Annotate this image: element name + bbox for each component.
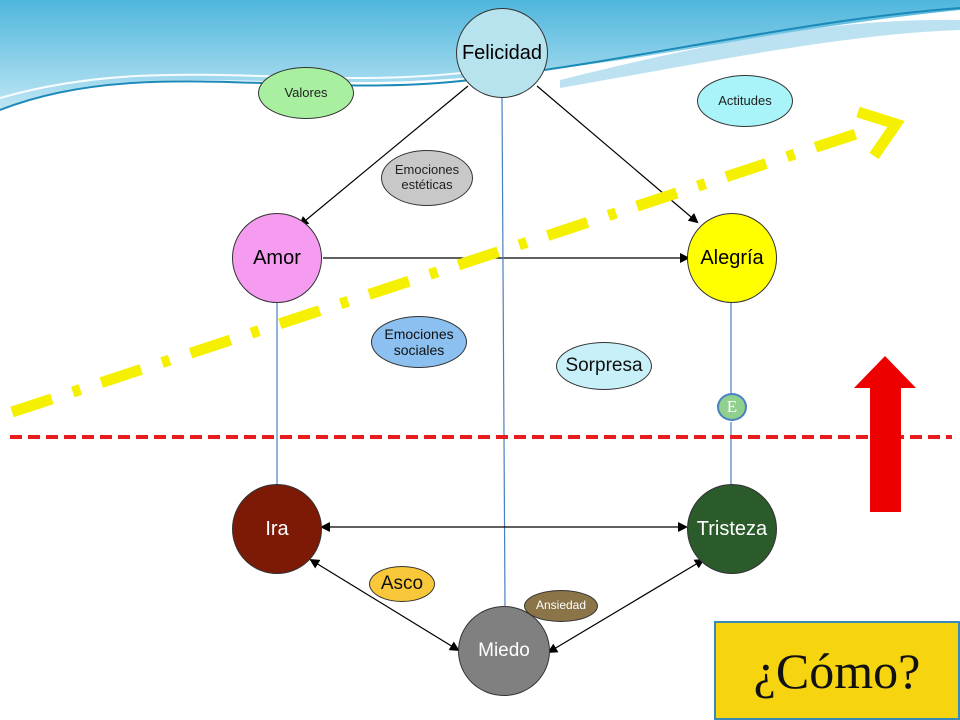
- arrow-felicidad-amor: [298, 85, 469, 227]
- node-felicidad-label: Felicidad: [461, 41, 543, 64]
- arrow-ira-miedo: [309, 558, 460, 652]
- oval-asco-label: Asco: [380, 573, 424, 595]
- oval-valores-label: Valores: [284, 84, 328, 100]
- node-felicidad: Felicidad: [456, 8, 548, 98]
- node-ira: Ira: [232, 484, 322, 574]
- oval-actitudes-label: Actitudes: [718, 92, 772, 108]
- oval-asco: Asco: [369, 566, 435, 602]
- node-tristeza: Tristeza: [687, 484, 777, 574]
- node-tristeza-label: Tristeza: [696, 517, 768, 540]
- arrow-felicidad-alegria: [536, 85, 699, 224]
- oval-emociones-sociales: Emociones sociales: [371, 316, 467, 368]
- node-alegria: Alegría: [687, 213, 777, 303]
- badge-e: E: [717, 393, 747, 421]
- red-up-arrow: [854, 356, 916, 512]
- node-alegria-label: Alegría: [700, 246, 764, 269]
- oval-sorpresa-label: Sorpresa: [565, 355, 643, 377]
- oval-actitudes: Actitudes: [697, 75, 793, 127]
- node-miedo: Miedo: [458, 606, 550, 696]
- badge-e-label: E: [726, 397, 738, 417]
- oval-sorpresa: Sorpresa: [556, 342, 652, 390]
- yellow-dashdot-line: [10, 126, 864, 418]
- node-amor: Amor: [232, 213, 322, 303]
- question-box: ¿Cómo?: [714, 621, 960, 720]
- oval-valores: Valores: [258, 67, 354, 119]
- node-amor-label: Amor: [253, 246, 301, 269]
- oval-emociones-esteticas-line1: Emociones: [394, 162, 460, 178]
- arrow-tristeza-miedo: [547, 558, 705, 654]
- question-text: ¿Cómo?: [753, 642, 921, 699]
- node-ira-label: Ira: [265, 517, 289, 540]
- line-felicidad-miedo: [501, 97, 506, 607]
- oval-emociones-sociales-line2: sociales: [393, 342, 445, 358]
- oval-emociones-sociales-line1: Emociones: [384, 325, 454, 342]
- oval-emociones-esteticas: Emociones estéticas: [381, 150, 473, 206]
- yellow-arrow-head: [856, 106, 905, 160]
- oval-ansiedad: Ansiedad: [524, 590, 598, 622]
- oval-ansiedad-label: Ansiedad: [535, 598, 587, 613]
- oval-emociones-esteticas-line2: estéticas: [401, 177, 453, 192]
- node-miedo-label: Miedo: [478, 640, 530, 662]
